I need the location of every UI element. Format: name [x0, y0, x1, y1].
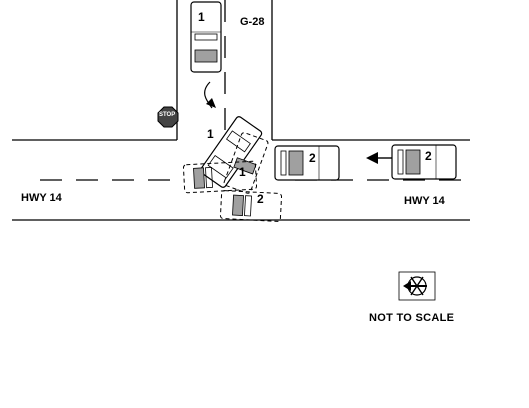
- vehicle-2-final-number: 2: [257, 192, 264, 206]
- vehicle-2-approach-number: 2: [309, 151, 316, 165]
- north-arrow-icon: [398, 271, 436, 301]
- vehicle-1-final-number: 1: [239, 165, 246, 179]
- road-edges: [12, 0, 470, 221]
- stop-sign-text: STOP: [159, 112, 176, 118]
- vehicle-2-initial-number: 2: [425, 149, 432, 163]
- stop-sign-icon: [157, 106, 179, 128]
- vehicle-1-path-arrow: [204, 81, 213, 109]
- vehicle-2-direction-arrow: [366, 152, 392, 164]
- vehicle-2-initial: [391, 144, 457, 180]
- vehicle-2-final: [219, 190, 283, 222]
- vehicle-1-final: [182, 160, 258, 194]
- arrow-head-icon: [206, 98, 216, 108]
- vehicle-1-initial-number: 1: [198, 10, 205, 24]
- not-to-scale-note: NOT TO SCALE: [369, 312, 455, 324]
- highway-label-west: HWY 14: [21, 192, 62, 204]
- highway-label-east: HWY 14: [404, 195, 445, 207]
- center-lines: [40, 0, 470, 181]
- vehicle-2-approach: [274, 145, 340, 181]
- vehicle-1-initial: [190, 1, 222, 73]
- county-road-label: G-28: [240, 16, 265, 28]
- vehicle-1-turning-number: 1: [207, 127, 214, 141]
